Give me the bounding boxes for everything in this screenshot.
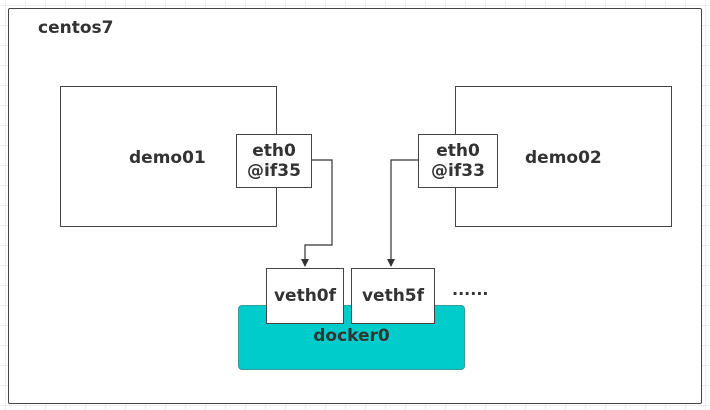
veth-label: veth0f <box>273 286 337 306</box>
container-demo01-label: demo01 <box>129 148 206 168</box>
bridge-label: docker0 <box>313 326 390 346</box>
host-label: centos7 <box>38 18 114 38</box>
veth-0f: veth0f <box>266 268 344 324</box>
interface-eth0-demo01: eth0 @if35 <box>236 134 312 188</box>
veth-5f: veth5f <box>351 268 435 324</box>
interface-name: eth0 <box>436 141 480 161</box>
more-veths-ellipsis: ...... <box>452 280 489 299</box>
veth-label: veth5f <box>361 286 425 306</box>
interface-peer-index: @if33 <box>431 161 485 181</box>
interface-eth0-demo02: eth0 @if33 <box>418 134 498 188</box>
container-demo02-label: demo02 <box>525 148 602 168</box>
interface-name: eth0 <box>252 141 296 161</box>
interface-peer-index: @if35 <box>247 161 301 181</box>
link-demo01-to-veth0f <box>301 159 333 267</box>
link-demo02-to-veth5f <box>387 159 418 267</box>
